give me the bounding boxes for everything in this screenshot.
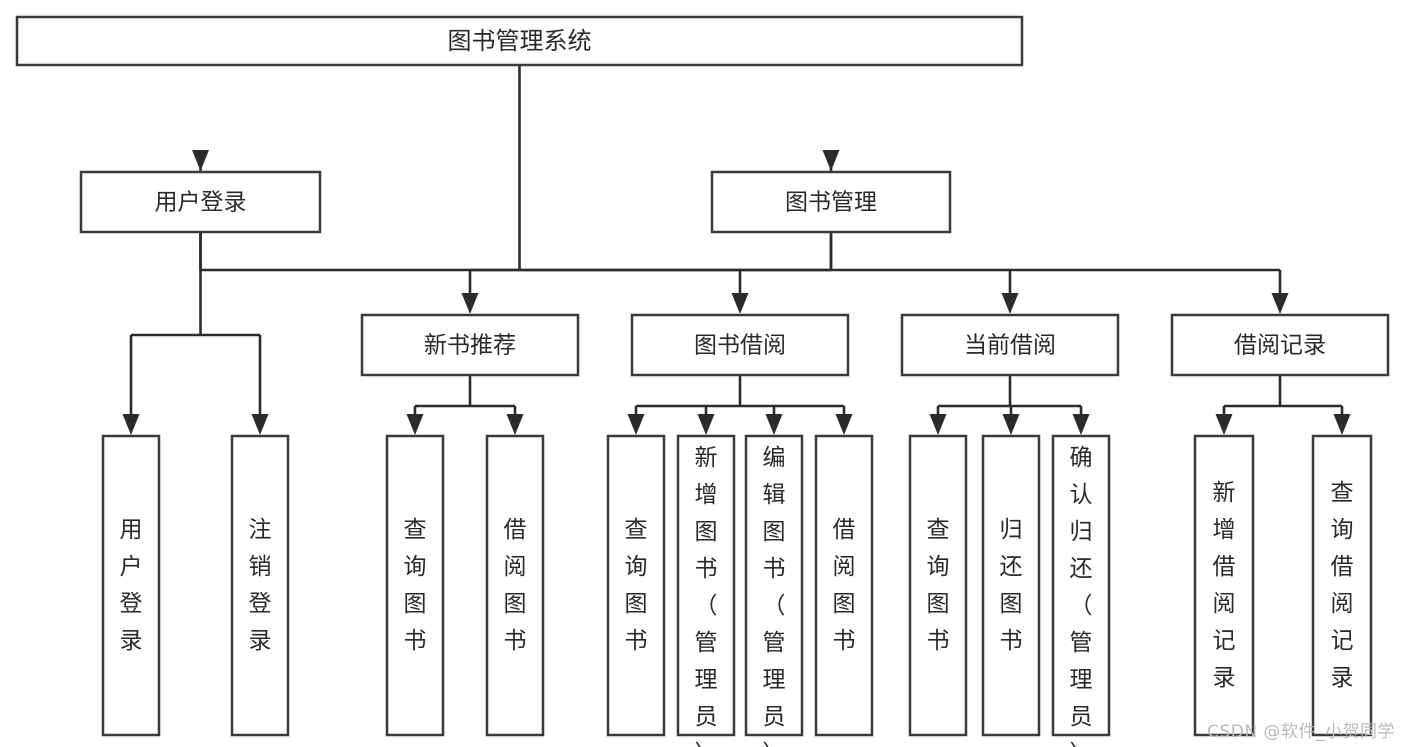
node-leaf-borrow-book-rec[interactable]: 借阅图书: [485, 434, 545, 737]
node-label: 用户登录: [155, 190, 247, 216]
node-leaf-add-book[interactable]: 新增图书（管理员）: [676, 434, 736, 747]
arrow-head-icon: [822, 150, 840, 171]
arrow-head-icon: [697, 414, 715, 435]
node-box[interactable]: [676, 434, 736, 737]
node-box[interactable]: [230, 434, 290, 737]
node-leaf-query-record[interactable]: 查询借阅记录: [1311, 434, 1373, 737]
node-label: 借阅图书: [833, 517, 856, 654]
arrow-head-icon: [506, 414, 524, 435]
arrow-head-icon: [1333, 414, 1351, 435]
arrow-head-icon: [627, 414, 645, 435]
node-label: 图书管理: [785, 190, 877, 216]
node-book-manage[interactable]: 图书管理: [710, 170, 952, 234]
arrow-head-icon: [1215, 414, 1233, 435]
connector-layer: [122, 65, 1351, 435]
node-leaf-logout[interactable]: 注销登录: [230, 434, 290, 737]
node-label: 查询图书: [404, 517, 427, 654]
node-box[interactable]: [981, 434, 1041, 737]
node-box[interactable]: [1051, 434, 1111, 737]
connector-group-bookmanage-to-level2: [461, 232, 1289, 314]
node-box[interactable]: [900, 313, 1120, 377]
arrow-head-icon: [1002, 414, 1020, 435]
node-label: 借阅记录: [1234, 333, 1326, 359]
node-box[interactable]: [744, 434, 804, 737]
connector-group-recommend-to-leaves: [406, 375, 524, 435]
node-leaf-borrow-book[interactable]: 借阅图书: [814, 434, 874, 737]
node-leaf-confirm-return[interactable]: 确认归还（管理员）: [1051, 434, 1111, 747]
node-label: 当前借阅: [964, 333, 1056, 359]
node-label: 查询图书: [927, 517, 950, 654]
node-box[interactable]: [630, 313, 850, 377]
node-box[interactable]: [101, 434, 161, 737]
arrow-head-icon: [192, 150, 209, 171]
node-label: 图书管理系统: [448, 27, 592, 55]
arrow-head-icon: [1271, 293, 1289, 314]
node-label: 归还图书: [1000, 517, 1023, 654]
node-box[interactable]: [485, 434, 545, 737]
node-leaf-query-book-cur[interactable]: 查询图书: [908, 434, 968, 737]
node-root[interactable]: 图书管理系统: [15, 15, 1024, 67]
node-box[interactable]: [606, 434, 666, 737]
node-label: 新增图书（管理员）: [695, 445, 718, 747]
connector-group-borrow-to-leaves: [627, 375, 853, 435]
node-layer: 图书管理系统用户登录图书管理新书推荐图书借阅当前借阅借阅记录用户登录注销登录查询…: [15, 15, 1390, 747]
node-box[interactable]: [79, 170, 322, 234]
connector-group-current-to-leaves: [929, 375, 1090, 435]
arrow-head-icon: [461, 293, 479, 314]
node-leaf-edit-book[interactable]: 编辑图书（管理员）: [744, 434, 804, 747]
node-box[interactable]: [15, 15, 1024, 67]
node-label: 新书推荐: [424, 333, 516, 359]
node-box[interactable]: [1311, 434, 1373, 737]
node-leaf-return-book[interactable]: 归还图书: [981, 434, 1041, 737]
node-label: 借阅图书: [504, 517, 527, 654]
node-leaf-user-login[interactable]: 用户登录: [101, 434, 161, 737]
arrow-head-icon: [929, 414, 947, 435]
node-box[interactable]: [908, 434, 968, 737]
arrow-head-icon: [1001, 293, 1019, 314]
node-box[interactable]: [1170, 313, 1390, 377]
connector-group-root-to-level1: [192, 65, 840, 272]
node-label: 确认归还（管理员）: [1070, 445, 1093, 747]
node-label: 新增借阅记录: [1213, 480, 1236, 691]
node-label: 注销登录: [249, 517, 272, 654]
node-label: 查询借阅记录: [1331, 480, 1354, 691]
node-box[interactable]: [385, 434, 445, 737]
arrow-head-icon: [731, 293, 749, 314]
node-current-borrow[interactable]: 当前借阅: [900, 313, 1120, 377]
node-label: 图书借阅: [694, 333, 786, 359]
node-leaf-query-book-rec[interactable]: 查询图书: [385, 434, 445, 737]
connector-group-record-to-leaves: [1215, 375, 1351, 435]
node-label: 用户登录: [120, 517, 143, 654]
arrow-head-icon: [835, 414, 853, 435]
arrow-head-icon: [765, 414, 783, 435]
node-label: 编辑图书（管理员）: [763, 445, 786, 747]
arrow-head-icon: [122, 414, 140, 435]
node-borrow-record[interactable]: 借阅记录: [1170, 313, 1390, 377]
node-box[interactable]: [360, 313, 580, 377]
arrow-head-icon: [406, 414, 424, 435]
node-box[interactable]: [710, 170, 952, 234]
node-label: 查询图书: [625, 517, 648, 654]
arrow-head-icon: [251, 414, 269, 435]
connector-group-userlogin-to-leaves: [122, 232, 269, 435]
node-leaf-add-record[interactable]: 新增借阅记录: [1193, 434, 1255, 737]
arrow-head-icon: [1072, 414, 1090, 435]
node-leaf-query-book-borrow[interactable]: 查询图书: [606, 434, 666, 737]
node-box[interactable]: [814, 434, 874, 737]
node-box[interactable]: [1193, 434, 1255, 737]
node-user-login[interactable]: 用户登录: [79, 170, 322, 234]
node-new-book-recommend[interactable]: 新书推荐: [360, 313, 580, 377]
node-book-borrow[interactable]: 图书借阅: [630, 313, 850, 377]
